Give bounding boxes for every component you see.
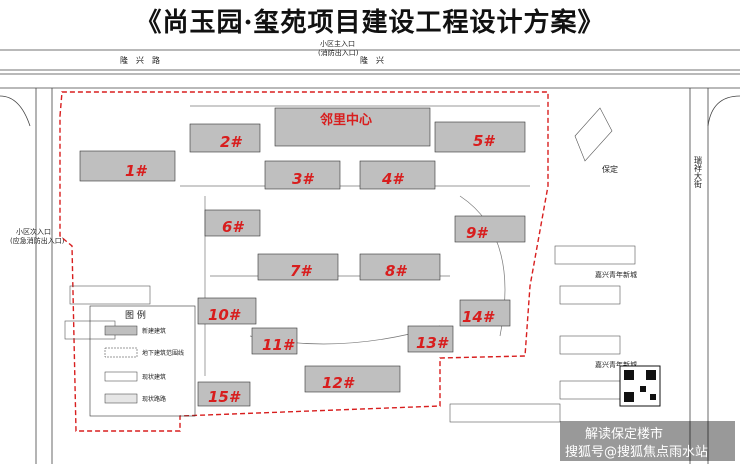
building-label-5: 5#	[473, 132, 495, 150]
building-label-13: 13#	[416, 334, 449, 352]
site-plan: 隆 兴 路 隆 兴 小区主入口 (消防出入口) 瑞祥大街 小区次入口 (应急消防…	[0, 36, 740, 464]
building-1	[79, 150, 176, 182]
building-9	[454, 215, 526, 243]
club-label: 邻里中心	[319, 112, 372, 128]
building-label-2: 2#	[220, 133, 242, 151]
building-label-4: 4#	[381, 170, 404, 188]
road-network	[0, 49, 740, 464]
building-4	[359, 160, 436, 190]
building-3	[264, 160, 341, 190]
building-label-10: 10#	[208, 306, 241, 324]
building-5	[434, 121, 526, 153]
building-label-9: 9#	[466, 224, 488, 242]
building-label-15: 15#	[208, 388, 241, 406]
building-6	[204, 209, 261, 237]
road-label-longxing-left: 隆 兴 路	[120, 55, 160, 65]
page-title: 《尚玉园·玺苑项目建设工程设计方案》	[135, 8, 605, 38]
building-label-8: 8#	[385, 262, 407, 280]
building-footprints	[79, 107, 526, 407]
building-14	[459, 299, 511, 327]
road-label-ruixiang: 瑞祥大街	[694, 155, 703, 189]
qr-code-image	[619, 365, 661, 407]
building-11	[251, 327, 298, 355]
area-label-east-1: 嘉兴青年新城	[595, 270, 637, 279]
building-club	[274, 107, 431, 147]
main-entrance-label: 小区主入口	[320, 39, 355, 48]
area-label-baoding: 保定	[602, 164, 618, 174]
watermark-top: 解读保定楼市	[585, 426, 663, 442]
building-labels: 1# 2# 3# 4# 5# 6# 7# 8# 9# 10# 11# 12# 1…	[125, 112, 495, 406]
side-entrance-label: 小区次入口	[16, 227, 51, 236]
building-2	[189, 123, 261, 153]
watermark: 解读保定楼市 搜狐号@搜狐焦点雨水站	[560, 421, 735, 461]
site-boundary	[59, 91, 549, 432]
building-label-1: 1#	[125, 162, 147, 180]
legend-item-2: 地下建筑范围线	[142, 349, 184, 357]
building-label-6: 6#	[222, 218, 244, 236]
watermark-bottom: 搜狐号@搜狐焦点雨水站	[565, 445, 708, 460]
building-10	[197, 297, 257, 325]
building-label-12: 12#	[322, 374, 355, 392]
legend-item-3: 现状建筑	[142, 373, 166, 381]
building-13	[407, 325, 454, 353]
road-label-longxing-right: 隆 兴	[360, 55, 384, 65]
building-label-7: 7#	[290, 262, 312, 280]
building-12	[304, 365, 401, 393]
building-7	[257, 253, 339, 281]
building-15	[197, 381, 251, 407]
building-label-11: 11#	[262, 336, 295, 354]
side-entrance-note: (应急消防出入口)	[10, 236, 65, 245]
legend-item-4: 现状路路	[142, 395, 166, 403]
area-label-east-2: 嘉兴青年新城	[595, 360, 637, 369]
legend-title: 图 例	[125, 309, 146, 321]
building-label-3: 3#	[292, 170, 314, 188]
legend: 图 例 新建建筑 地下建筑范围线 现状建筑 现状路路	[89, 305, 196, 417]
main-entrance-note: (消防出入口)	[318, 48, 359, 57]
legend-item-1: 新建建筑	[142, 327, 166, 335]
building-label-14: 14#	[462, 308, 495, 326]
building-8	[359, 253, 441, 281]
